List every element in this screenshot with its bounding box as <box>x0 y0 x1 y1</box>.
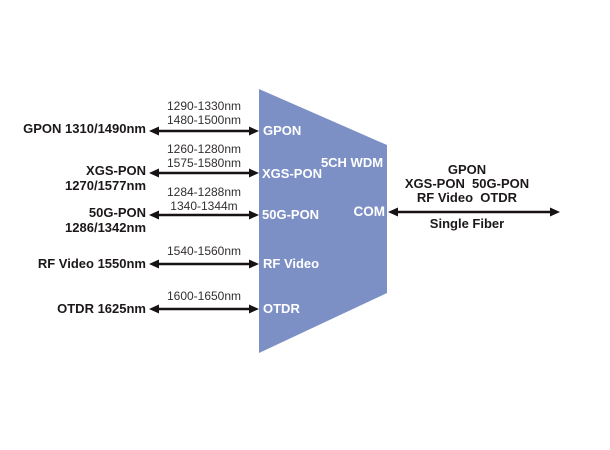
channel-otdr-label: OTDR 1625nm <box>57 301 146 316</box>
channel-50g-pon-wavelength-ranges: 1284-1288nm 1340-1344m <box>144 185 264 213</box>
channel-xgs-pon-port-label: XGS-PON <box>262 166 322 181</box>
channel-rf-video-wavelength-ranges: 1540-1560nm <box>144 244 264 259</box>
rf-video-arrow <box>149 259 259 269</box>
wavelength-range: 1480-1500nm <box>166 112 242 127</box>
device-title: 5CH WDM <box>320 155 384 170</box>
channel-xgs-pon-label: XGS-PON 1270/1577nm <box>65 163 146 193</box>
channel-otdr-port-label: OTDR <box>263 301 300 316</box>
wavelength-range: 1540-1560nm <box>166 244 242 258</box>
com-port-label: COM <box>353 204 386 219</box>
50g-pon-arrow <box>149 210 259 220</box>
gpon-arrow <box>149 126 259 136</box>
channel-50g-pon-label: 50G-PON 1286/1342nm <box>65 205 146 235</box>
channel-gpon-wavelength-ranges: 1290-1330nm 1480-1500nm <box>144 99 264 127</box>
wavelength-range: 1340-1344m <box>170 198 238 213</box>
output-signals-line: RF Video OTDR <box>416 190 518 205</box>
wdm-trapezoid <box>259 89 387 353</box>
channel-gpon-port-label: GPON <box>263 123 302 138</box>
wavelength-range: 1575-1580nm <box>166 155 242 170</box>
wavelength-range: 1284-1288nm <box>166 185 242 199</box>
channel-xgs-pon-wavelength-ranges: 1260-1280nm 1575-1580nm <box>144 142 264 170</box>
output-signals-line: GPON <box>447 162 487 177</box>
single-fiber-label: Single Fiber <box>429 216 505 231</box>
channel-gpon-label: GPON 1310/1490nm <box>23 121 146 136</box>
channel-otdr-wavelength-ranges: 1600-1650nm <box>144 289 264 304</box>
com-single-fiber-arrow <box>388 207 560 217</box>
output-signals-line: XGS-PON 50G-PON <box>404 176 530 191</box>
wavelength-range: 1290-1330nm <box>166 99 242 113</box>
wavelength-range: 1600-1650nm <box>166 289 242 303</box>
output-signals-list: GPON XGS-PON 50G-PON RF Video OTDR <box>391 163 543 205</box>
xgs-pon-arrow <box>149 168 259 178</box>
channel-50g-pon-port-label: 50G-PON <box>262 207 320 222</box>
channel-rf-video-port-label: RF Video <box>263 256 320 271</box>
otdr-arrow <box>149 304 259 314</box>
wavelength-range: 1260-1280nm <box>166 142 242 156</box>
channel-rf-video-label: RF Video 1550nm <box>37 256 146 271</box>
